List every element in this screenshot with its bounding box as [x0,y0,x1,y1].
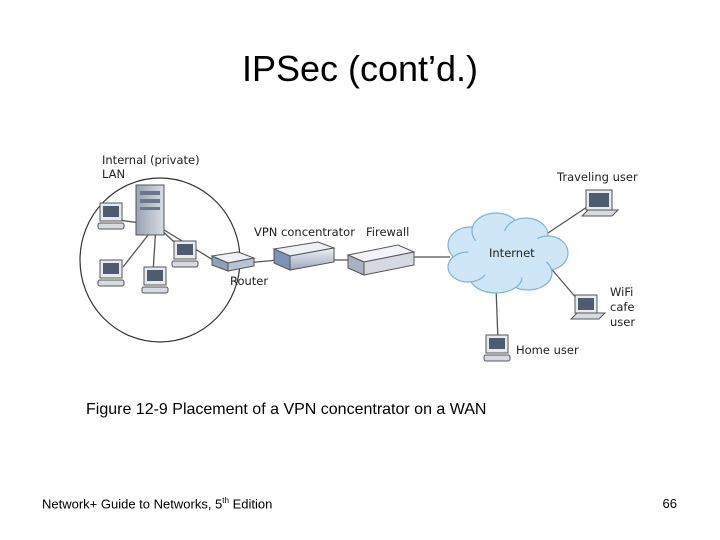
footer-superscript: th [222,496,229,505]
laptop-icon [569,294,607,320]
firewall-label: Firewall [366,225,409,239]
figure-caption: Figure 12-9 Placement of a VPN concentra… [86,401,487,418]
footer-text: Network+ Guide to Networks, 5th Edition [42,496,272,511]
laptop-icon [580,189,620,217]
workstation-icon [97,202,125,230]
lan-label: Internal (private) [102,153,200,167]
lan-links [117,219,219,274]
router-label: Router [230,274,268,288]
router-icon [210,251,256,272]
workstation-icon [483,334,511,362]
workstation-icon [171,240,199,268]
internet-label: Internet [489,246,535,260]
workstation-icon [97,259,125,287]
server-icon [135,184,165,236]
page-number: 66 [662,496,677,511]
wifi-user-label: WiFi [610,285,633,299]
wifi-user-label: cafe [610,300,635,314]
slide-title: IPSec (cont’d.) [241,48,479,89]
firewall-icon [346,244,416,276]
footer-prefix: Network+ Guide to Networks, 5 [42,496,223,512]
vpn-concentrator-icon [272,241,336,271]
wifi-user-label: user [610,315,635,329]
workstation-icon [141,266,169,294]
lan-label: LAN [102,167,125,181]
wan-links [245,204,591,342]
internet-cloud-icon [447,212,569,294]
network-diagram: Internal (private) LAN VPN concentrator … [79,153,638,362]
home-user-label: Home user [516,343,579,357]
vpn-concentrator-label: VPN concentrator [254,225,355,239]
traveling-user-label: Traveling user [556,170,638,184]
footer-suffix: Edition [228,496,273,512]
